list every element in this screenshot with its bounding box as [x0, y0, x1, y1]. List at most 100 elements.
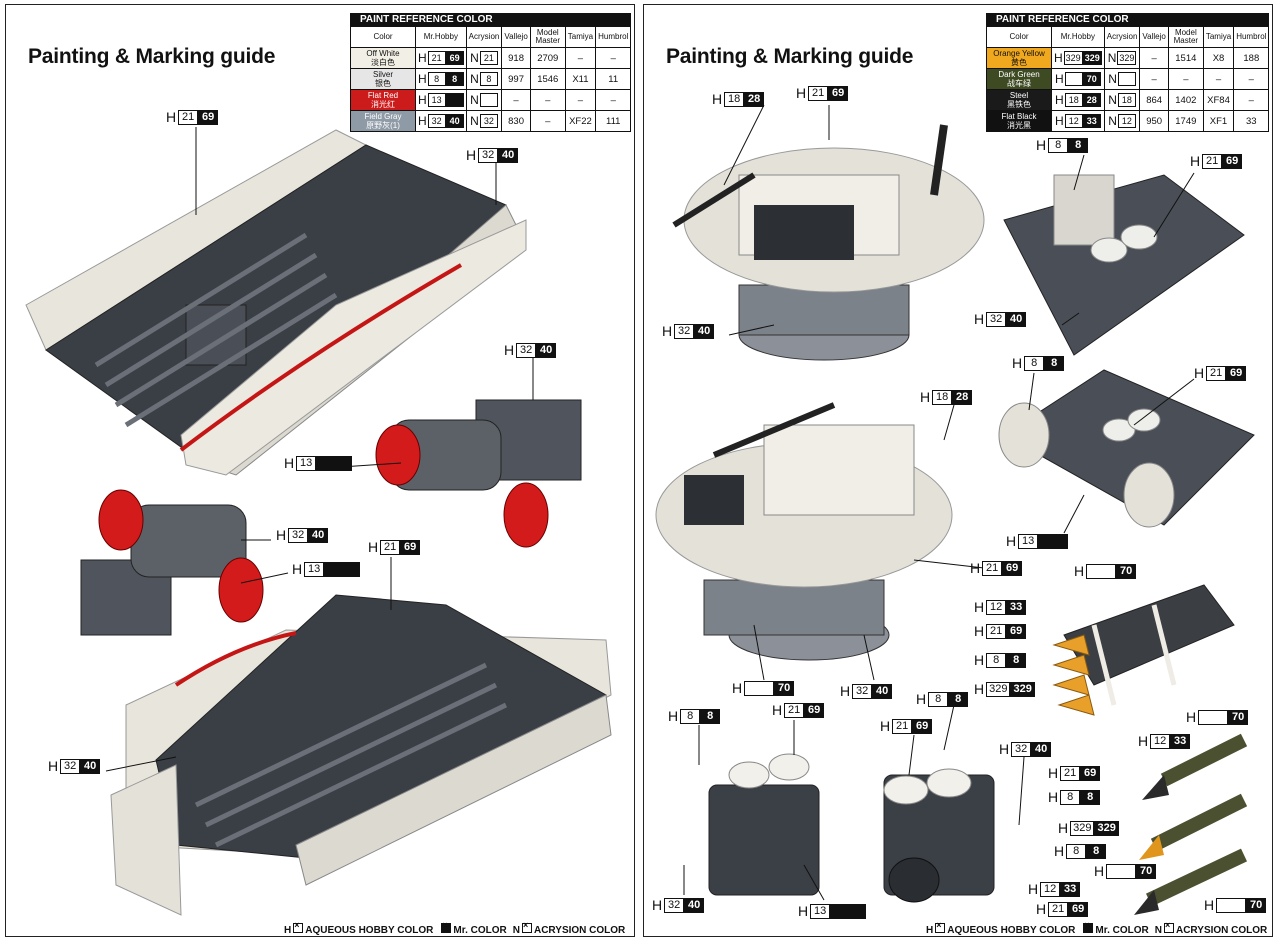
table-caption: PAINT REFERENCE COLOR [350, 13, 632, 26]
color-name-cn: 消光红 [371, 100, 395, 109]
color-name: Flat Black [1001, 112, 1037, 121]
turret-engine-illustrations [655, 104, 1255, 915]
table-caption: PAINT REFERENCE COLOR [986, 13, 1270, 26]
humbrol-code: 111 [595, 110, 632, 132]
color-name: Dark Green [998, 70, 1040, 79]
table-header-row: Color Mr.Hobby Acrysion Vallejo Model Ma… [986, 26, 1270, 48]
upper-hull-illustration [25, 129, 527, 476]
tamiya-code: – [1202, 68, 1235, 90]
shells-illustration [1134, 733, 1248, 915]
paint-reference-table: PAINT REFERENCE COLOR Color Mr.Hobby Acr… [350, 13, 632, 132]
paint-reference-table: PAINT REFERENCE COLOR Color Mr.Hobby Acr… [986, 13, 1270, 132]
color-name: Steel [1009, 91, 1029, 100]
color-name-cn: 银色 [375, 79, 391, 88]
page-title: Painting & Marking guide [28, 45, 276, 68]
lower-turret-illustration [655, 402, 953, 661]
color-legend: HAQUEOUS HOBBY COLOR Mr. COLOR NACRYSION… [284, 920, 625, 936]
color-name: Off White [366, 49, 400, 58]
vallejo-code: 950 [1139, 110, 1169, 132]
engine-left-illustration [708, 753, 820, 896]
hull-illustrations [25, 127, 612, 916]
engine-right-illustration [375, 399, 582, 548]
engine-bay-lower-illustration [998, 369, 1255, 528]
vallejo-code: 830 [501, 110, 531, 132]
color-name: Silver [372, 70, 393, 79]
lower-hull-illustration [110, 594, 612, 916]
tamiya-code: XF84 [1202, 89, 1235, 111]
color-name-cn: 黑铁色 [1007, 100, 1031, 109]
color-name-cn: 战车绿 [1007, 79, 1031, 88]
color-name-cn: 黄色 [1011, 58, 1027, 67]
acrysion-code: N [465, 89, 503, 111]
vallejo-code: 997 [501, 68, 531, 90]
color-name: Orange Yellow [993, 49, 1045, 58]
page-title: Painting & Marking guide [666, 45, 914, 68]
left-guide-page: Painting & Marking guide PAINT REFERENCE… [5, 4, 635, 937]
tamiya-code: XF22 [564, 110, 597, 132]
color-name: Flat Red [367, 91, 399, 100]
tamiya-code: XF1 [1202, 110, 1235, 132]
humbrol-code: 33 [1233, 110, 1270, 132]
ammo-rack-illustration [1052, 584, 1235, 716]
color-name-cn: 淡白色 [371, 58, 395, 67]
engine-left-illustration [80, 489, 264, 636]
